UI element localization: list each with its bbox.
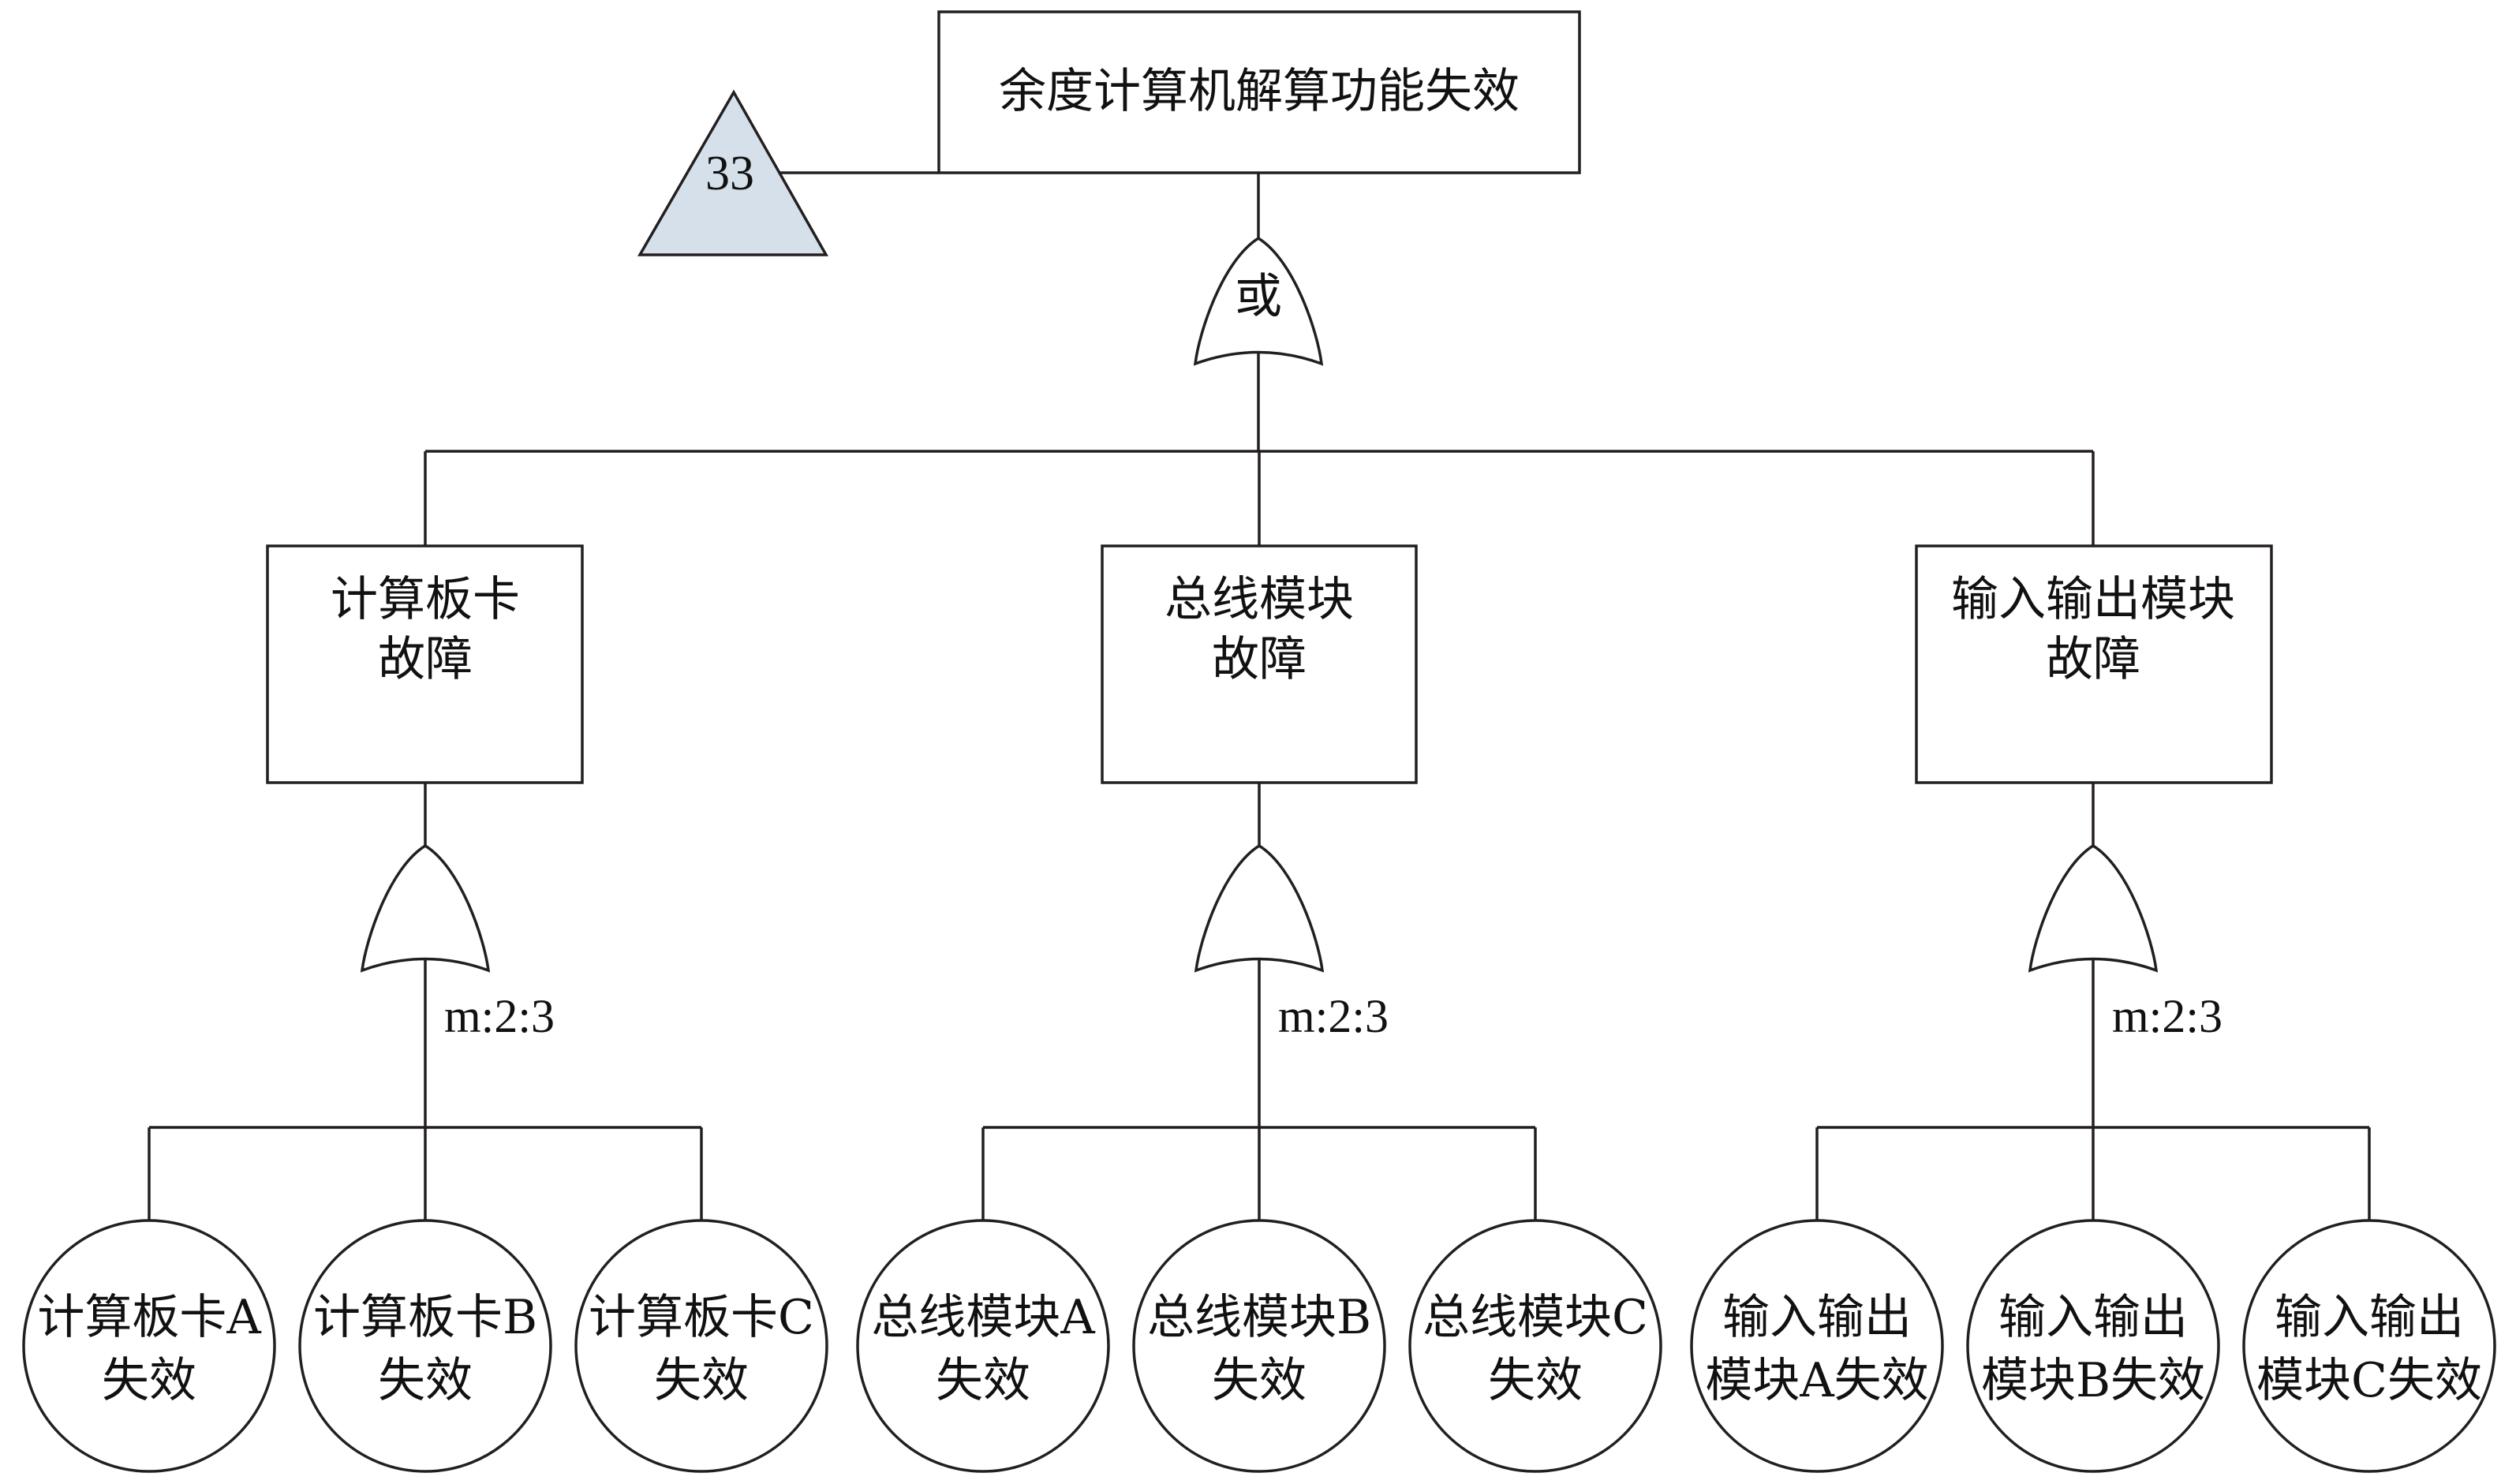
label-line: 模块C失效 xyxy=(2256,1353,2482,1408)
transfer-label: 33 xyxy=(705,147,754,200)
label-line: 输入输出 xyxy=(1722,1290,1912,1345)
basic-event-circle[interactable] xyxy=(1132,1219,1386,1473)
transfer-symbol[interactable]: 33 xyxy=(637,89,829,256)
basic-event-label: 总线模块C 失效 xyxy=(1422,1290,1648,1408)
basic-event[interactable]: 总线模块A 失效 xyxy=(856,1219,1110,1473)
basic-event[interactable]: 输入输出模块B失效 xyxy=(1966,1219,2220,1473)
basic-event[interactable]: 输入输出模块C失效 xyxy=(2242,1219,2496,1473)
basic-event-circle[interactable] xyxy=(1966,1219,2220,1473)
transfer-triangle-icon[interactable] xyxy=(637,89,829,256)
voting-gate-label: m:2:3 xyxy=(1278,990,1389,1042)
basic-event-circle[interactable] xyxy=(1690,1219,1944,1473)
top-event-label: 余度计算机解算功能失效 xyxy=(999,64,1520,119)
label-line: 输入输出模块 xyxy=(1951,572,2235,627)
top-event[interactable]: 余度计算机解算功能失效 xyxy=(937,10,1581,174)
voting-gate-label: m:2:3 xyxy=(444,990,555,1042)
basic-event[interactable]: 计算板卡A 失效 xyxy=(22,1219,276,1473)
basic-event-circle[interactable] xyxy=(856,1219,1110,1473)
label-line: 失效 xyxy=(936,1353,1030,1408)
label-line: 故障 xyxy=(378,632,473,687)
basic-event-label: 总线模块B 失效 xyxy=(1147,1290,1371,1408)
voting-gate-icon[interactable] xyxy=(1194,843,1325,973)
label-line: 计算板卡A xyxy=(37,1290,261,1345)
label-line: 失效 xyxy=(1212,1353,1307,1408)
connector-lines xyxy=(148,171,2371,1220)
label-line: 总线模块 xyxy=(1165,572,1354,627)
label-line: 故障 xyxy=(1212,632,1307,687)
label-line: 输入输出 xyxy=(1998,1290,2188,1345)
basic-event-label: 总线模块A 失效 xyxy=(871,1290,1095,1408)
basic-event[interactable]: 总线模块C 失效 xyxy=(1408,1219,1662,1473)
basic-event[interactable]: 输入输出模块A失效 xyxy=(1690,1219,1944,1473)
label-line: 计算板卡C xyxy=(589,1290,814,1345)
basic-event-circle[interactable] xyxy=(574,1219,828,1473)
intermediate-event-group: 计算板卡故障 m:2:3 计算板卡A 失效 计算板卡B 失效 计算板卡C 失效 xyxy=(22,544,828,1473)
basic-event[interactable]: 计算板卡B 失效 xyxy=(298,1219,552,1473)
basic-event-circle[interactable] xyxy=(22,1219,276,1473)
voting-gate-label: m:2:3 xyxy=(2112,990,2223,1042)
label-line: 失效 xyxy=(1488,1353,1583,1408)
basic-event-label: 输入输出模块B失效 xyxy=(1981,1290,2205,1408)
label-line: 总线模块A xyxy=(871,1290,1095,1345)
basic-event-label: 输入输出模块C失效 xyxy=(2256,1290,2482,1408)
label-line: 输入输出 xyxy=(2275,1290,2464,1345)
top-or-gate[interactable]: 或 xyxy=(1193,236,1324,366)
label-line: 失效 xyxy=(654,1353,749,1408)
top-event-box[interactable] xyxy=(937,10,1581,174)
basic-event-circle[interactable] xyxy=(1408,1219,1662,1473)
or-gate-label: 或 xyxy=(1235,269,1282,324)
intermediate-event-label: 输入输出模块故障 xyxy=(1951,572,2235,687)
label-line: 模块A失效 xyxy=(1705,1353,1928,1408)
basic-event-label: 计算板卡C 失效 xyxy=(589,1290,814,1408)
label-line: 失效 xyxy=(102,1353,196,1408)
label-line: 模块B失效 xyxy=(1981,1353,2205,1408)
label-line: 失效 xyxy=(378,1353,473,1408)
intermediate-event-box[interactable] xyxy=(1915,544,2273,784)
basic-event[interactable]: 总线模块B 失效 xyxy=(1132,1219,1386,1473)
voting-gate-icon[interactable] xyxy=(2028,843,2159,973)
label-line: 总线模块C xyxy=(1422,1290,1648,1345)
basic-event-label: 输入输出模块A失效 xyxy=(1705,1290,1928,1408)
label-line: 总线模块B xyxy=(1147,1290,1371,1345)
basic-event-circle[interactable] xyxy=(298,1219,552,1473)
basic-event[interactable]: 计算板卡C 失效 xyxy=(574,1219,828,1473)
or-gate-icon[interactable] xyxy=(1193,236,1324,366)
label-line: 计算板卡B xyxy=(313,1290,537,1345)
intermediate-event-box[interactable] xyxy=(266,544,584,784)
voting-gate-icon[interactable] xyxy=(360,843,491,973)
label-line: 计算板卡 xyxy=(331,572,520,627)
intermediate-event-box[interactable] xyxy=(1101,544,1418,784)
intermediate-event-label: 总线模块故障 xyxy=(1165,572,1354,687)
intermediate-event-label: 计算板卡故障 xyxy=(331,572,520,687)
intermediate-event-group: 总线模块故障 m:2:3 总线模块A 失效 总线模块B 失效 总线模块C 失效 xyxy=(856,544,1662,1473)
basic-event-circle[interactable] xyxy=(2242,1219,2496,1473)
basic-event-label: 计算板卡A 失效 xyxy=(37,1290,261,1408)
basic-event-label: 计算板卡B 失效 xyxy=(313,1290,537,1408)
label-line: 故障 xyxy=(2046,632,2140,687)
